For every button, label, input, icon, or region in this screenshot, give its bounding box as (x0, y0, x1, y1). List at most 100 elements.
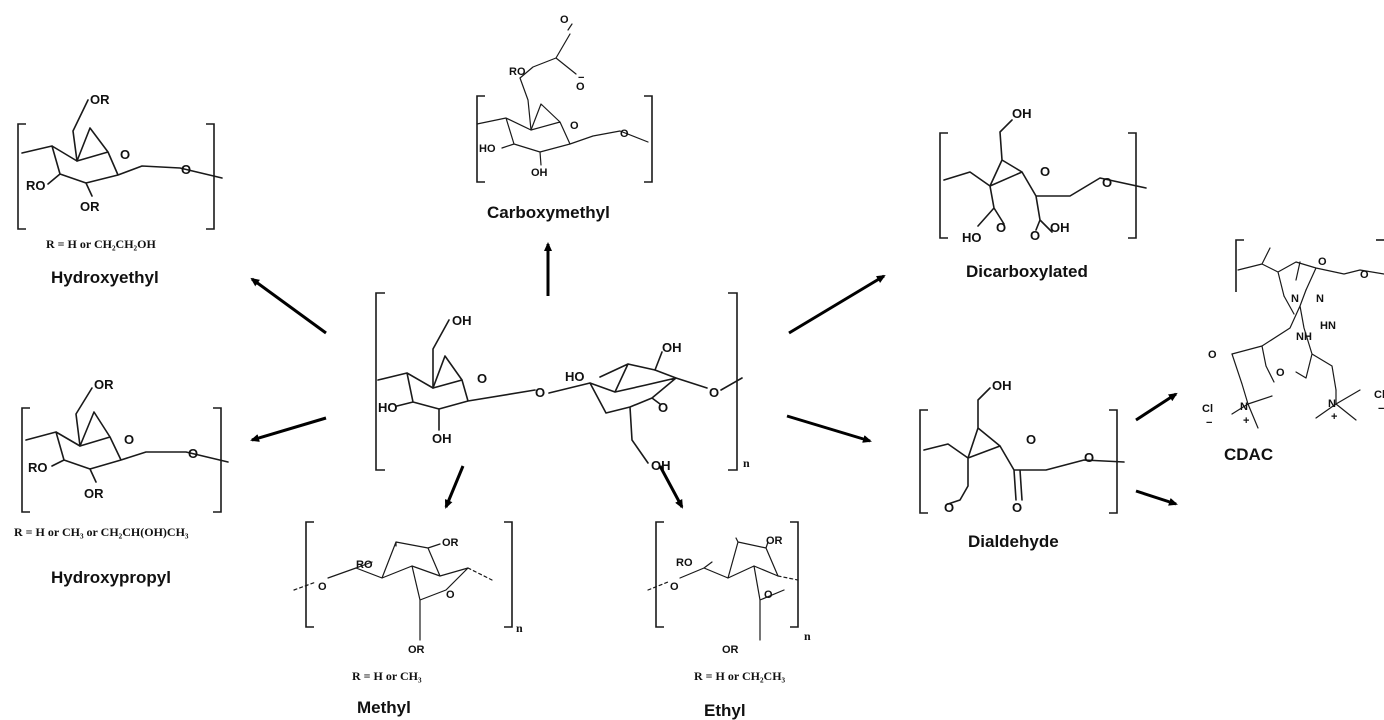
ring-oxygen: O (1026, 432, 1036, 447)
hydrazide-hn: HN (1320, 320, 1336, 332)
ammonium-charge-2: + (1331, 411, 1337, 423)
ammonium-n-2: N (1328, 398, 1336, 410)
bridge-oxygen-left: O (670, 581, 679, 593)
carboxymethyl-structure: O O RO O O − HO OH Carboxymethyl (476, 14, 653, 222)
carboxylate-charge: − (578, 72, 584, 84)
c6-or: OR (722, 644, 739, 656)
carboxylate-o: O (576, 81, 585, 93)
aldehyde-o-2: O (1012, 500, 1022, 515)
arrow-to-ethyl (658, 465, 684, 509)
c6-hydroxyl: OH (452, 313, 472, 328)
arrow-to-hydroxyethyl (250, 277, 327, 335)
hydroxypropyl-label: Hydroxypropyl (51, 568, 171, 587)
carbonyl-o-1: O (996, 220, 1006, 235)
methyl-structure: O RO OR O OR n R = H or CH₃ Methyl (293, 521, 523, 717)
carboxyl-oh: OH (1050, 220, 1070, 235)
c6-or: OR (408, 644, 425, 656)
c2-or: OR (442, 537, 459, 549)
imine-n-2: N (1316, 293, 1324, 305)
hydroxyethyl-label: Hydroxyethyl (51, 268, 159, 287)
c6-hydroxyl: OH (1012, 106, 1032, 121)
ethyl-label: Ethyl (704, 701, 746, 720)
c6-hydroxyl: OH (992, 378, 1012, 393)
c6-or: OR (94, 377, 114, 392)
c2-hydroxyl: OH (432, 431, 452, 446)
dialdehyde-label: Dialdehyde (968, 532, 1059, 551)
c3-ro: RO (356, 559, 373, 571)
arrow-to-hydroxypropyl (250, 416, 327, 442)
dicarboxylated-label: Dicarboxylated (966, 262, 1088, 281)
repeat-unit-n: n (743, 456, 750, 470)
hydroxyethyl-r-definition: R = H or CH₂CH₂OH (46, 237, 156, 251)
chloride-charge-2: − (1378, 403, 1384, 415)
carbonyl-o-2: O (1030, 228, 1040, 243)
ammonium-charge-1: + (1243, 415, 1249, 427)
ring-oxygen: O (124, 432, 134, 447)
ethyl-r-definition: R = H or CH₂CH₃ (694, 669, 786, 683)
arrow-to-dialdehyde (786, 414, 872, 443)
c2-hydroxyl: OH (531, 167, 548, 179)
ring-oxygen: O (764, 589, 773, 601)
c3-hydroxyl: HO (378, 400, 398, 415)
ring-oxygen: O (570, 120, 579, 132)
c2-or: OR (766, 535, 783, 547)
bridge-oxygen: O (1084, 450, 1094, 465)
c2-or: OR (80, 199, 100, 214)
bridge-oxygen: O (1360, 269, 1369, 281)
hydroxyethyl-structure: O O OR RO OR R = H or CH₂CH₂OH Hydroxyet… (17, 92, 223, 287)
arrow-to-offscreen (1135, 489, 1178, 506)
cellulose-structure: n O OH HO OH O OH HO O O OH (375, 292, 750, 473)
imine-n-1: N (1291, 293, 1299, 305)
ammonium-n-1: N (1240, 401, 1248, 413)
ring-oxygen-2: O (658, 400, 668, 415)
c3-hydroxyl-2: HO (565, 369, 585, 384)
hydrazide-nh: NH (1296, 331, 1312, 343)
c6-hydroxyl-2: OH (651, 458, 671, 473)
carboxymethyl-label: Carboxymethyl (487, 203, 610, 222)
arrow-to-cdac (1135, 392, 1178, 422)
ring-oxygen: O (1040, 164, 1050, 179)
ring-oxygen: O (1318, 256, 1327, 268)
bridge-oxygen: O (620, 128, 629, 140)
cdac-label: CDAC (1224, 445, 1273, 464)
glycosidic-oxygen: O (535, 385, 545, 400)
bridge-oxygen: O (1102, 175, 1112, 190)
c2-or: OR (84, 486, 104, 501)
ether-ro: RO (509, 66, 526, 78)
c3-ro: RO (676, 557, 693, 569)
aldehyde-o-1: O (944, 500, 954, 515)
carboxyl-ho: HO (962, 230, 982, 245)
c6-or: OR (90, 92, 110, 107)
hydroxypropyl-structure: O O OR RO OR R = H or CH₃ or CH₂CH(OH)CH… (14, 377, 229, 587)
arrow-to-methyl (444, 465, 465, 509)
c3-hydroxyl: HO (479, 143, 496, 155)
left-bracket (375, 292, 385, 471)
reaction-arrows (250, 242, 1178, 509)
c2-hydroxyl-2: OH (662, 340, 682, 355)
dialdehyde-structure: O O OH O O Dialdehyde (919, 378, 1125, 551)
ring-oxygen: O (120, 147, 130, 162)
amide-o-1: O (1208, 349, 1217, 361)
ring-oxygen-1: O (477, 371, 487, 386)
c3-ro: RO (26, 178, 46, 193)
terminal-oxygen: O (709, 385, 719, 400)
ethyl-repeat-n: n (804, 629, 811, 643)
bridge-oxygen: O (188, 446, 198, 461)
bridge-oxygen-left: O (318, 581, 327, 593)
chloride-2: Cl (1374, 389, 1384, 401)
c3-ro: RO (28, 460, 48, 475)
carbonyl-o: O (560, 14, 569, 26)
cdac-structure: O O N N NH HN O O N + N + Cl − Cl − CDAC (1202, 239, 1384, 464)
ring-oxygen: O (446, 589, 455, 601)
bridge-oxygen: O (181, 162, 191, 177)
dicarboxylated-structure: O O OH HO O O OH Dicarboxylated (939, 106, 1147, 281)
methyl-r-definition: R = H or CH₃ (352, 669, 422, 683)
hydroxypropyl-r-definition: R = H or CH₃ or CH₂CH(OH)CH₃ (14, 525, 189, 539)
methyl-label: Methyl (357, 698, 411, 717)
arrow-to-dicarboxylated (788, 274, 886, 335)
amide-o-2: O (1276, 367, 1285, 379)
ethyl-structure: O RO OR O OR n R = H or CH₂CH₃ Ethyl (647, 521, 811, 720)
chloride-charge-1: − (1206, 417, 1212, 429)
chloride-1: Cl (1202, 403, 1213, 415)
